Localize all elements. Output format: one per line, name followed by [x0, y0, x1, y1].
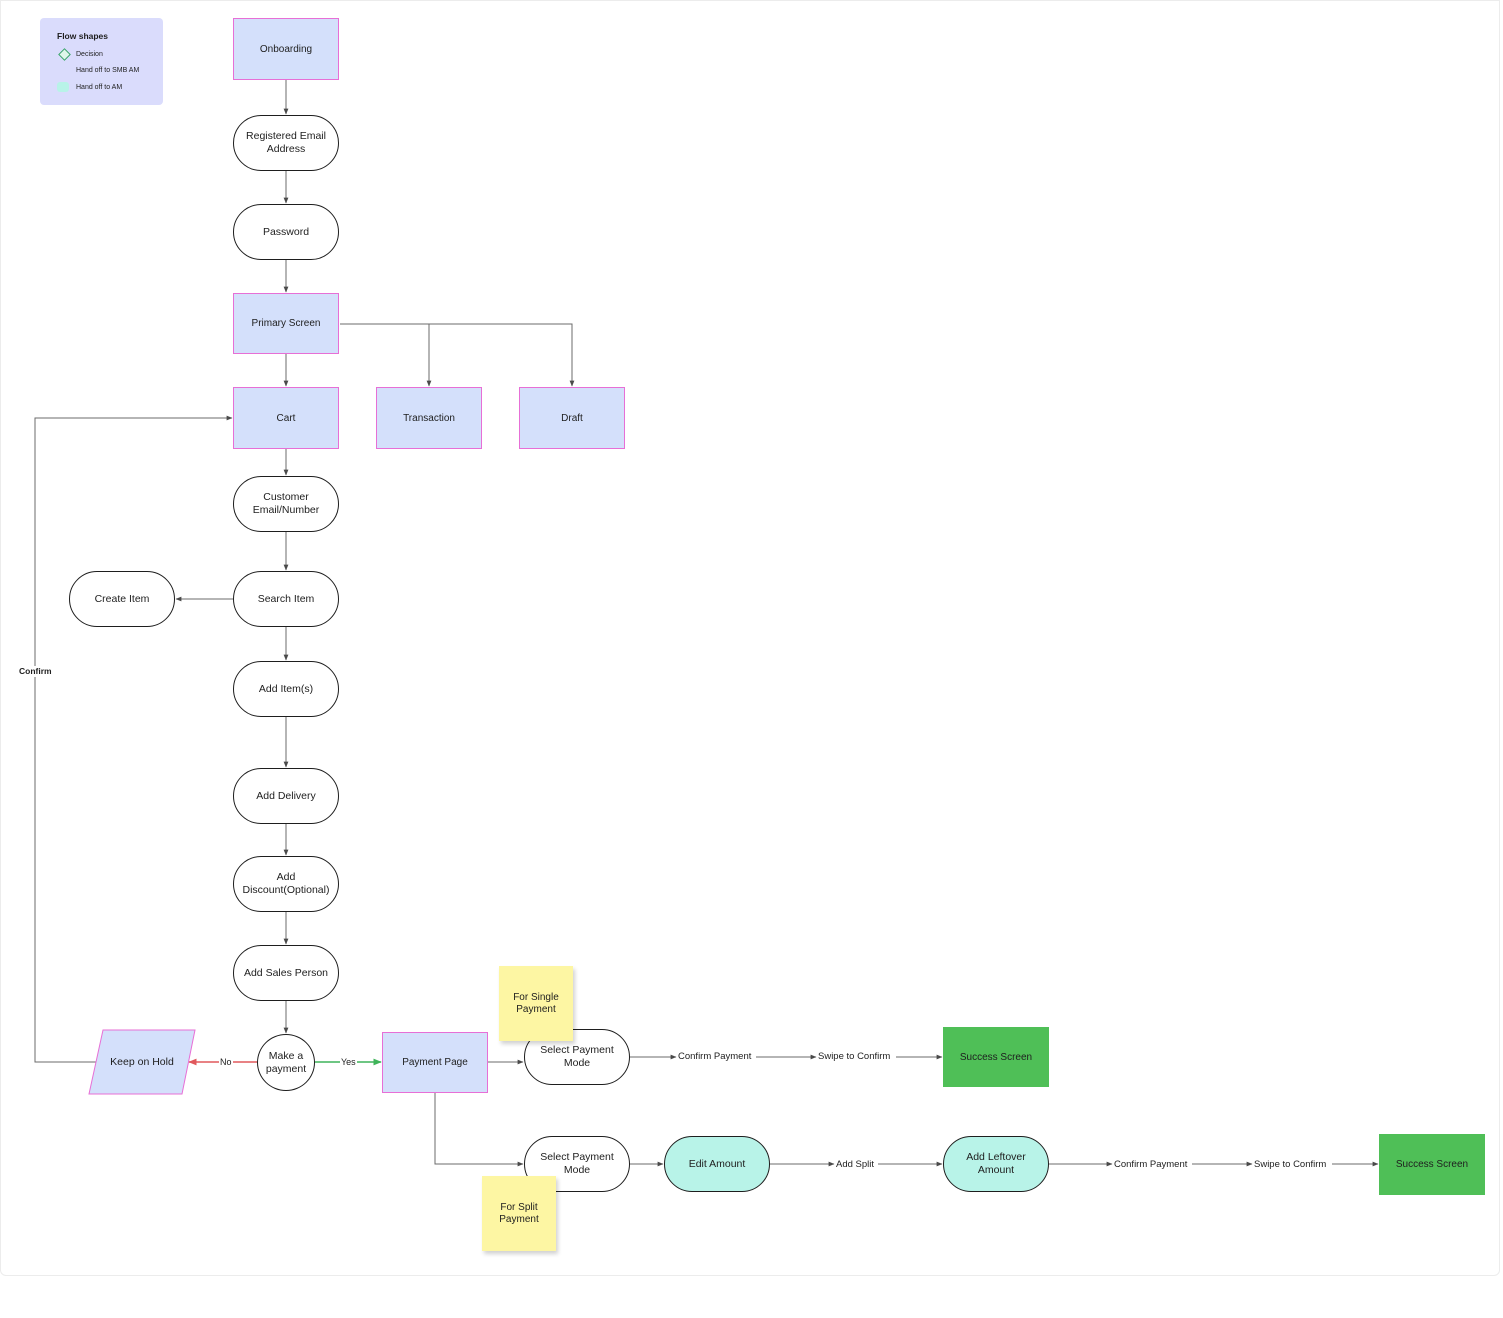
edge-label-confirm: Confirm: [18, 666, 53, 677]
edge-label-confirm-payment-split: Confirm Payment: [1113, 1159, 1189, 1170]
sticky-note-split[interactable]: For Split Payment: [482, 1176, 556, 1251]
node-label: Select Payment Mode: [540, 1044, 614, 1069]
node-make-payment[interactable]: Make a payment: [257, 1034, 315, 1091]
node-label: Customer Email/Number: [252, 491, 320, 516]
node-search-item[interactable]: Search Item: [233, 571, 339, 627]
node-transaction[interactable]: Transaction: [376, 387, 482, 449]
node-label: Success Screen: [959, 1051, 1033, 1063]
node-label: Edit Amount: [688, 1157, 746, 1170]
edge-label-swipe-split: Swipe to Confirm: [1253, 1159, 1328, 1170]
sticky-note-single[interactable]: For Single Payment: [499, 966, 573, 1041]
edge-label-no: No: [219, 1057, 233, 1068]
legend-item-decision: Decision: [57, 46, 163, 63]
node-add-discount[interactable]: Add Discount(Optional): [233, 856, 339, 912]
legend-item-am: Hand off to AM: [57, 79, 163, 96]
node-label: Create Item: [94, 592, 150, 605]
teal-swatch-icon: [57, 82, 71, 93]
node-add-items[interactable]: Add Item(s): [233, 661, 339, 717]
node-add-sales-person[interactable]: Add Sales Person: [233, 945, 339, 1001]
legend-title: Flow shapes: [57, 31, 109, 41]
node-create-item[interactable]: Create Item: [69, 571, 175, 627]
keep-on-hold-shape: [88, 1029, 196, 1095]
legend-panel: Flow shapes Decision Hand off to SMB AM …: [40, 18, 163, 105]
legend-item-smb-am: Hand off to SMB AM: [57, 63, 163, 80]
node-label: Payment Page: [402, 1057, 468, 1068]
node-draft[interactable]: Draft: [519, 387, 625, 449]
edge-payment-select-split: [434, 1093, 524, 1167]
node-label: Search Item: [257, 592, 315, 605]
edge-primary-draft: [429, 323, 575, 387]
legend-label: Hand off to SMB AM: [76, 67, 140, 75]
sticky-note-text: For Single Payment: [513, 991, 559, 1015]
edge-label-add-split: Add Split: [835, 1159, 876, 1170]
node-label: Select Payment Mode: [540, 1151, 614, 1176]
node-registered-email[interactable]: Registered Email Address: [233, 115, 339, 171]
node-label: Add Delivery: [256, 789, 316, 802]
node-label: Keep on Hold: [110, 1055, 174, 1068]
node-payment-page[interactable]: Payment Page: [382, 1032, 488, 1093]
diamond-icon: [57, 48, 71, 62]
node-label: Add Discount(Optional): [242, 871, 330, 896]
edge-hold-cart: [34, 415, 233, 1063]
node-success-split[interactable]: Success Screen: [1379, 1134, 1485, 1195]
node-label: Add Sales Person: [243, 966, 329, 979]
node-label: Add Leftover Amount: [966, 1151, 1026, 1176]
edge-label-yes: Yes: [340, 1057, 357, 1068]
legend-label: Decision: [76, 50, 103, 58]
edge-primary-transaction: [340, 323, 432, 387]
node-password[interactable]: Password: [233, 204, 339, 260]
sticky-note-text: For Split Payment: [499, 1201, 539, 1225]
node-label: Cart: [276, 412, 296, 424]
edge-label-confirm-payment-single: Confirm Payment: [677, 1051, 753, 1062]
node-success-single[interactable]: Success Screen: [943, 1027, 1049, 1087]
node-onboarding[interactable]: Onboarding: [233, 18, 339, 80]
node-edit-amount[interactable]: Edit Amount: [664, 1136, 770, 1192]
node-label: Password: [262, 225, 310, 238]
legend-label: Hand off to AM: [76, 83, 123, 91]
node-label: Onboarding: [259, 43, 313, 55]
blank-swatch-icon: [57, 66, 71, 76]
node-cart[interactable]: Cart: [233, 387, 339, 449]
node-add-leftover[interactable]: Add Leftover Amount: [943, 1136, 1049, 1192]
node-customer[interactable]: Customer Email/Number: [233, 476, 339, 532]
node-keep-on-hold[interactable]: Keep on Hold: [100, 1030, 184, 1094]
edge-label-swipe-single: Swipe to Confirm: [817, 1051, 892, 1062]
node-label: Draft: [561, 412, 583, 424]
node-label: Success Screen: [1395, 1159, 1469, 1170]
node-label: Add Item(s): [258, 682, 314, 695]
node-label: Transaction: [403, 412, 455, 424]
node-label: Make a payment: [265, 1049, 307, 1075]
node-label: Primary Screen: [251, 318, 321, 329]
node-label: Registered Email Address: [246, 130, 326, 155]
node-add-delivery[interactable]: Add Delivery: [233, 768, 339, 824]
node-primary-screen[interactable]: Primary Screen: [233, 293, 339, 354]
